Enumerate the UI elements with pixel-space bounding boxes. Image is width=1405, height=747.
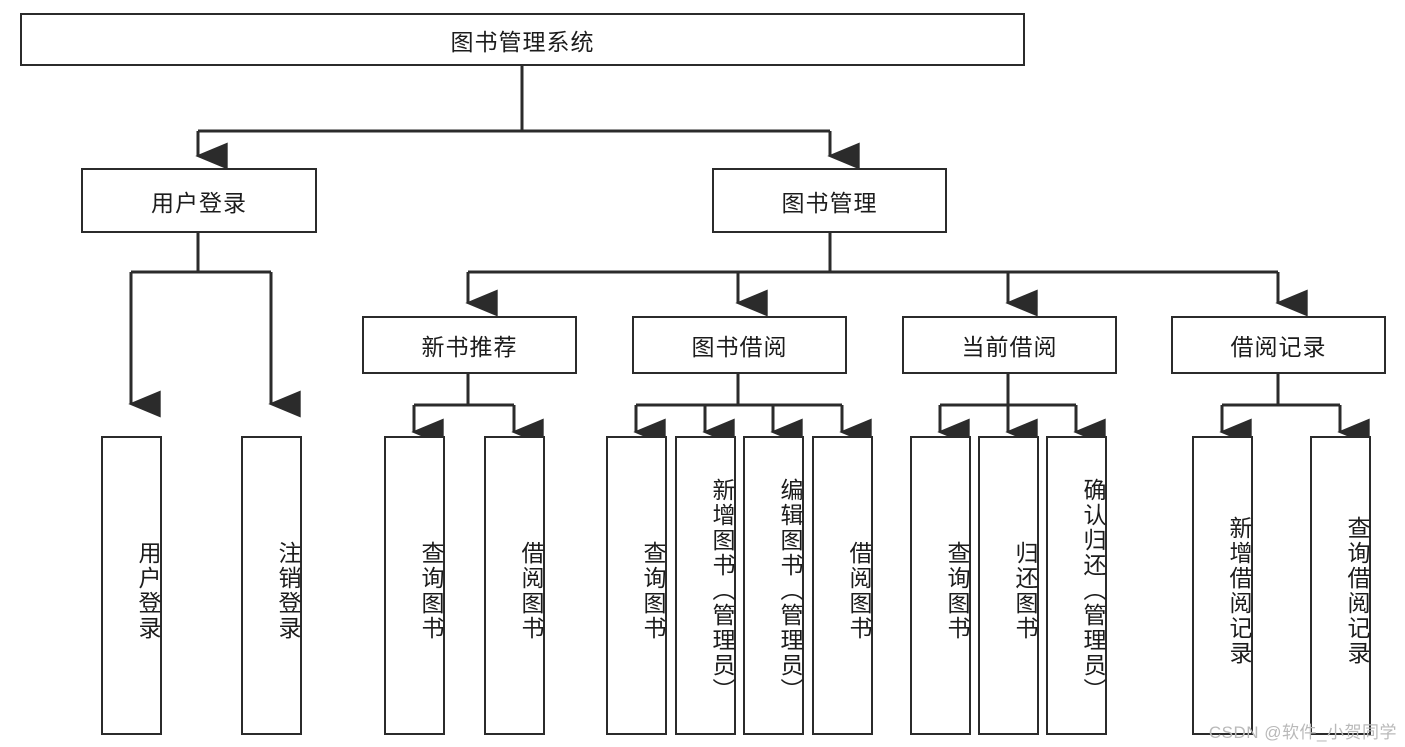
leaf-add-book-admin-label: 新增图书（管理员） <box>709 478 735 703</box>
leaf-confirm-return-admin[interactable]: 确认归还（管理员） <box>1046 436 1107 735</box>
node-borrow-record-label: 借阅记录 <box>1230 334 1327 360</box>
node-user-login[interactable]: 用户登录 <box>81 168 317 233</box>
leaf-add-borrow-record[interactable]: 新增借阅记录 <box>1192 436 1253 735</box>
leaf-borrow-book-recommend[interactable]: 借阅图书 <box>484 436 545 735</box>
node-new-book-recommend[interactable]: 新书推荐 <box>362 316 577 374</box>
node-current-borrow-label: 当前借阅 <box>961 334 1058 360</box>
node-book-borrow-label: 图书借阅 <box>691 334 788 360</box>
node-new-book-recommend-label: 新书推荐 <box>421 334 518 360</box>
leaf-user-login-label: 用户登录 <box>135 540 161 641</box>
node-book-management-label: 图书管理 <box>781 189 878 216</box>
leaf-edit-book-admin-label: 编辑图书（管理员） <box>777 478 803 703</box>
leaf-edit-book-admin[interactable]: 编辑图书（管理员） <box>743 436 804 735</box>
leaf-query-book-current-label: 查询图书 <box>944 540 970 641</box>
leaf-borrow-book[interactable]: 借阅图书 <box>812 436 873 735</box>
leaf-return-book[interactable]: 归还图书 <box>978 436 1039 735</box>
leaf-add-borrow-record-label: 新增借阅记录 <box>1226 515 1252 666</box>
leaf-logout-label: 注销登录 <box>275 540 301 641</box>
node-current-borrow[interactable]: 当前借阅 <box>902 316 1117 374</box>
leaf-user-login[interactable]: 用户登录 <box>101 436 162 735</box>
leaf-return-book-label: 归还图书 <box>1012 540 1038 641</box>
leaf-query-book-recommend[interactable]: 查询图书 <box>384 436 445 735</box>
node-user-login-label: 用户登录 <box>151 189 247 216</box>
leaf-confirm-return-admin-label: 确认归还（管理员） <box>1080 478 1106 703</box>
leaf-query-borrow-record[interactable]: 查询借阅记录 <box>1310 436 1371 735</box>
leaf-query-book-current[interactable]: 查询图书 <box>910 436 971 735</box>
leaf-add-book-admin[interactable]: 新增图书（管理员） <box>675 436 736 735</box>
leaf-query-book-borrow[interactable]: 查询图书 <box>606 436 667 735</box>
leaf-borrow-book-label: 借阅图书 <box>846 540 872 641</box>
leaf-borrow-book-recommend-label: 借阅图书 <box>518 540 544 641</box>
leaf-query-book-recommend-label: 查询图书 <box>418 540 444 641</box>
node-book-borrow[interactable]: 图书借阅 <box>632 316 847 374</box>
node-book-management[interactable]: 图书管理 <box>712 168 947 233</box>
node-root[interactable]: 图书管理系统 <box>20 13 1025 66</box>
leaf-logout[interactable]: 注销登录 <box>241 436 302 735</box>
watermark: CSDN @软件_小贺同学 <box>1208 723 1397 742</box>
leaf-query-borrow-record-label: 查询借阅记录 <box>1344 515 1370 666</box>
node-root-label: 图书管理系统 <box>450 28 595 55</box>
leaf-query-book-borrow-label: 查询图书 <box>640 540 666 641</box>
node-borrow-record[interactable]: 借阅记录 <box>1171 316 1386 374</box>
